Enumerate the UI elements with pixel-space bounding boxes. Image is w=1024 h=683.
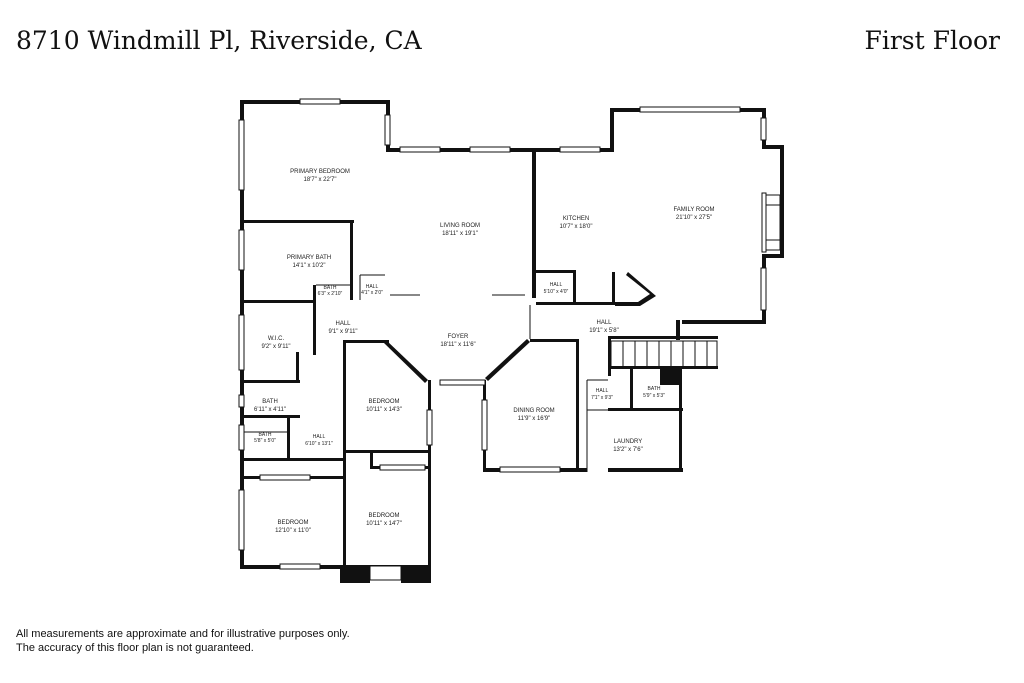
room-name-hall-laundry: HALL	[596, 388, 609, 394]
room-dims-bath-small: 6'3" x 2'10"	[318, 291, 343, 297]
room-name-bath-tiny: BATH	[259, 432, 272, 438]
room-name-bedroom-lower-mid: BEDROOM	[368, 513, 399, 519]
room-dims-bath-right: 5'9" x 5'3"	[643, 393, 665, 399]
room-dims-bath-tiny: 5'8" x 5'0"	[254, 438, 276, 444]
room-dims-hall-right: 19'1" x 5'8"	[589, 328, 619, 334]
room-dims-hall-lower: 6'10" x 13'1"	[305, 441, 333, 447]
fireplace	[761, 192, 781, 253]
room-name-bath-small: BATH	[324, 285, 337, 291]
room-name-hall-kitchen: HALL	[550, 282, 563, 288]
room-name-bath-right: BATH	[648, 386, 661, 392]
room-name-hall-right: HALL	[596, 320, 612, 326]
room-name-laundry: LAUNDRY	[614, 439, 643, 445]
room-dims-living-room: 18'11" x 19'1"	[442, 231, 478, 237]
room-name-hall-lower: HALL	[313, 434, 326, 440]
room-dims-hall-kitchen: 5'10" x 4'0"	[544, 289, 569, 295]
room-name-foyer: FOYER	[448, 334, 469, 340]
room-dims-primary-bath: 14'1" x 10'2"	[293, 263, 326, 269]
room-name-bath-left: BATH	[262, 399, 278, 405]
staircase	[610, 340, 718, 368]
floor-label: First Floor	[864, 26, 1000, 55]
room-dims-primary-bedroom: 18'7" x 22'7"	[304, 177, 337, 183]
room-dims-foyer: 18'11" x 11'6"	[440, 342, 475, 348]
room-name-primary-bath: PRIMARY BATH	[287, 255, 331, 261]
room-name-family-room: FAMILY ROOM	[673, 207, 714, 213]
room-dims-bedroom-lower-mid: 10'11" x 14'7"	[366, 521, 402, 527]
room-name-dining-room: DINING ROOM	[513, 408, 554, 414]
room-name-bedroom-mid: BEDROOM	[368, 399, 399, 405]
room-dims-dining-room: 11'9" x 16'9"	[518, 416, 550, 422]
room-dims-kitchen: 10'7" x 18'0"	[560, 224, 593, 230]
room-name-living-room: LIVING ROOM	[440, 223, 480, 229]
room-dims-bedroom-lower-left: 12'10" x 11'0"	[275, 528, 311, 534]
room-labels: PRIMARY BEDROOM 18'7" x 22'7" LIVING ROO…	[254, 169, 715, 534]
property-address: 8710 Windmill Pl, Riverside, CA	[16, 26, 422, 55]
interior-lines	[244, 274, 608, 472]
room-dims-wic: 9'2" x 9'11"	[261, 344, 290, 350]
disclaimer-line-1: All measurements are approximate and for…	[16, 628, 350, 640]
room-name-primary-bedroom: PRIMARY BEDROOM	[290, 169, 350, 175]
room-name-wic: W.I.C.	[268, 336, 285, 342]
room-name-hall-left: HALL	[335, 321, 351, 327]
room-dims-hall-left: 9'1" x 9'11"	[328, 329, 357, 335]
room-dims-hall-small: 4'1" x 2'0"	[361, 290, 383, 296]
room-dims-bedroom-mid: 10'11" x 14'3"	[366, 407, 402, 413]
room-dims-bath-left: 6'11" x 4'11"	[254, 407, 286, 413]
room-name-kitchen: KITCHEN	[563, 216, 589, 222]
room-dims-hall-laundry: 7'1" x 9'3"	[591, 395, 613, 401]
room-dims-family-room: 21'10" x 27'5"	[676, 215, 712, 221]
windows	[238, 98, 767, 581]
room-name-hall-small: HALL	[366, 284, 379, 290]
room-name-bedroom-lower-left: BEDROOM	[277, 520, 308, 526]
disclaimer-line-2: The accuracy of this floor plan is not g…	[16, 642, 254, 654]
room-dims-laundry: 13'2" x 7'6"	[613, 447, 643, 453]
